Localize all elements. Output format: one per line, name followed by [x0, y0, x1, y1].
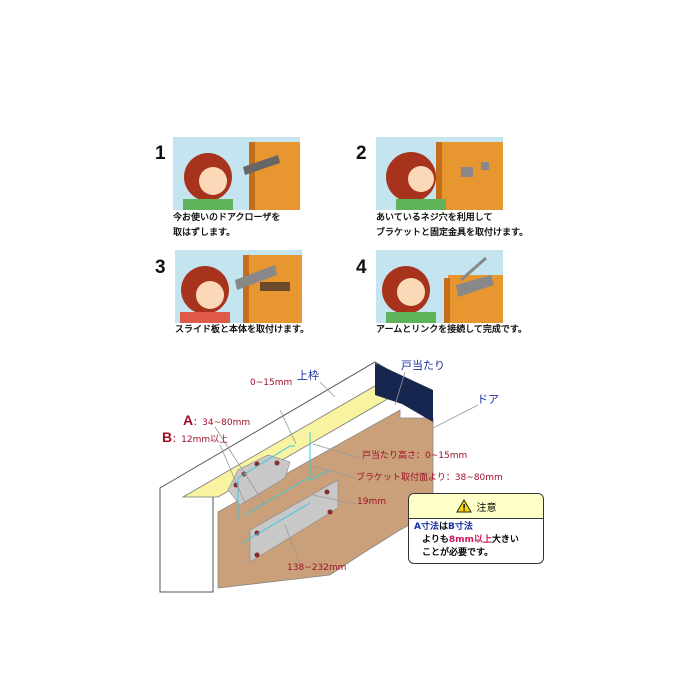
- caution-text: 大きい: [491, 535, 519, 545]
- step-3-illustration: [175, 250, 302, 323]
- label-stop-height: 戸当たり高さ：0~15mm: [362, 451, 468, 461]
- door-stop: [375, 363, 433, 422]
- step-4-caption: アームとリンクを接続して完成です。: [376, 323, 527, 338]
- step-1-number: 1: [155, 143, 166, 164]
- label-top-frame: 上枠: [297, 369, 319, 382]
- step-3-number: 3: [155, 257, 166, 278]
- caption-line: 今お使いのドアクローザを: [173, 213, 281, 223]
- step-2-illustration: [376, 137, 503, 210]
- label-door: ドア: [477, 393, 499, 406]
- step-3-caption: スライド板と本体を取付けます。: [175, 323, 309, 338]
- label-dimension-a: A：34~80mm: [183, 412, 250, 428]
- label-dimension-b: B：12mm以上: [162, 429, 228, 445]
- caption-line: アームとリンクを接続して完成です。: [376, 325, 528, 335]
- caption-line: スライド板と本体を取付けます。: [175, 325, 310, 335]
- dimension-b-letter: B: [162, 429, 173, 445]
- label-bracket-offset: ブラケット取付面より：38~80mm: [356, 473, 503, 483]
- label-plate-length: 138~232mm: [287, 563, 347, 573]
- caution-body: A寸法はB寸法 よりも8mm以上大きい ことが必要です。: [409, 519, 543, 560]
- caption-line: 取はずします。: [173, 228, 236, 238]
- step-4-number: 4: [356, 257, 367, 278]
- step-4-illustration: [376, 250, 503, 323]
- step-1-caption: 今お使いのドアクローザを 取はずします。: [173, 211, 280, 241]
- caution-highlight: 8mm以上: [448, 535, 492, 545]
- caution-box: 注意 A寸法はB寸法 よりも8mm以上大きい ことが必要です。: [408, 493, 544, 564]
- caution-a: A寸法: [414, 522, 439, 532]
- caption-line: あいているネジ穴を利用して: [376, 213, 493, 223]
- step-2-number: 2: [356, 143, 367, 164]
- label-door-stop: 戸当たり: [401, 359, 445, 372]
- caution-header: 注意: [409, 494, 543, 519]
- step-2-caption: あいているネジ穴を利用して ブラケットと固定金具を取付けます。: [376, 211, 528, 241]
- dimension-b-value: ：12mm以上: [172, 435, 229, 445]
- caution-text: よりも: [422, 535, 449, 545]
- label-19mm: 19mm: [357, 497, 386, 507]
- dimension-a-value: ：34~80mm: [193, 418, 251, 428]
- caution-text: ことが必要です。: [422, 548, 494, 558]
- label-gap: 0~15mm: [250, 378, 293, 388]
- caution-text: は: [438, 522, 448, 532]
- caution-b: B寸法: [447, 522, 473, 532]
- dimension-a-letter: A: [183, 412, 194, 428]
- caption-line: ブラケットと固定金具を取付けます。: [376, 228, 529, 238]
- bracket-plate: [227, 454, 291, 506]
- step-1-illustration: [173, 137, 300, 210]
- warning-icon: [455, 499, 472, 513]
- caution-title: 注意: [476, 502, 497, 514]
- slide-plate: [249, 479, 339, 563]
